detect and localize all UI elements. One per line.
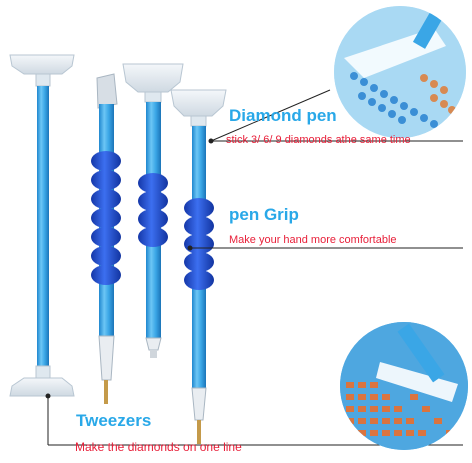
tweezers-title: Tweezers [76,411,152,430]
pen-wide-head [122,63,184,358]
diamond-pen-subtitle: stick 3/ 6/ 9 diamonds athe same time [226,134,411,146]
pen-single-tip [91,73,121,404]
pen-grip-subtitle: Make your hand more comfortable [229,234,397,246]
pen-wide-head-right [170,89,227,444]
pen-grip-title: pen Grip [229,205,299,224]
tweezers-subtitle: Make the diamonds on one line [75,440,242,454]
tweezers-tool [9,54,75,397]
detail-circle-tweezers [340,322,468,450]
diamond-pen-title: Diamond pen [229,106,337,125]
detail-circle-diamond-pen [334,6,466,138]
